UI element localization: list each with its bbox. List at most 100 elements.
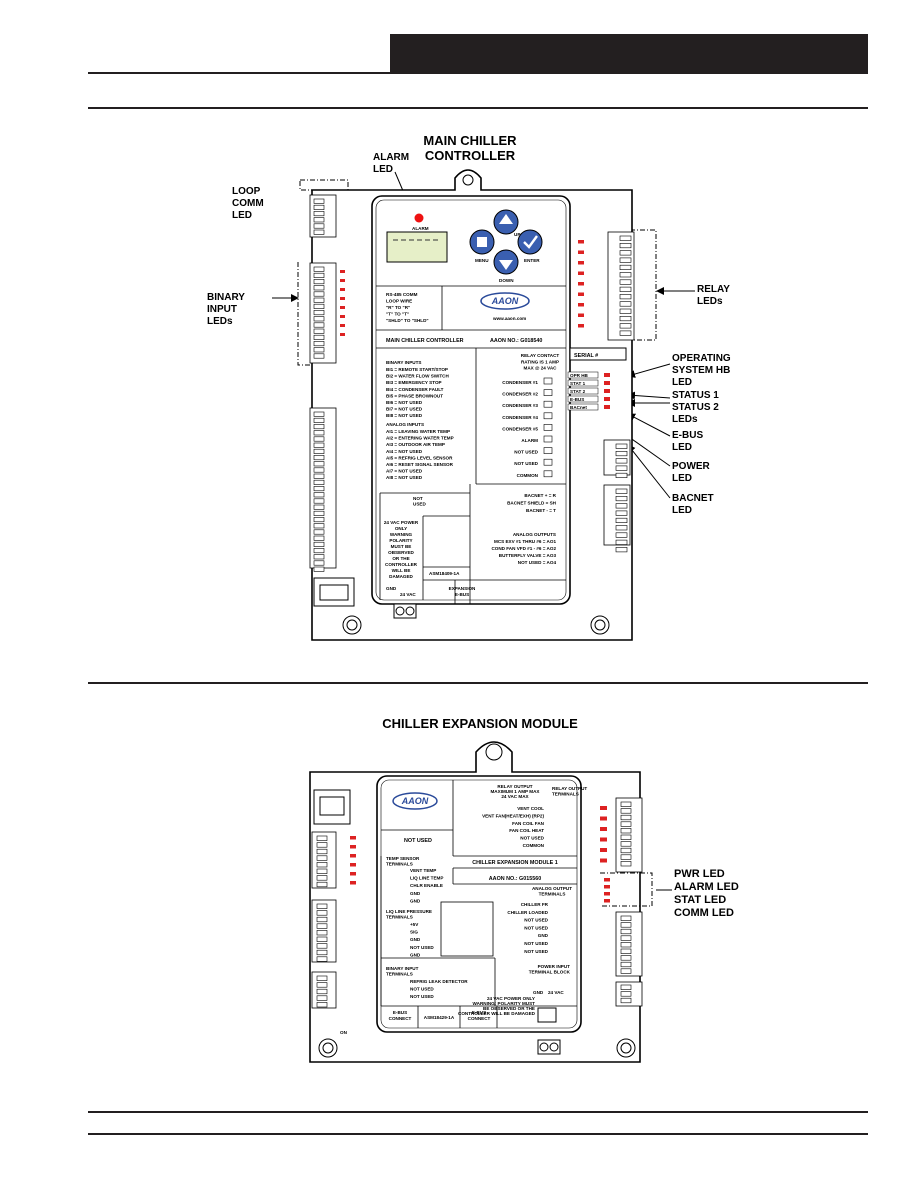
relay-led (578, 282, 584, 286)
power-warning-line: POLARITY (389, 538, 412, 543)
terminal-screw (316, 875, 328, 881)
pressure-label: GND (410, 952, 421, 957)
expansion-relay-led (600, 806, 607, 810)
terminal-screw (313, 535, 325, 541)
terminal-screw (313, 517, 325, 523)
expansion-input-led (350, 863, 356, 867)
terminal-screw (620, 821, 632, 827)
terminal-screw (615, 510, 628, 516)
callout-line: LED (672, 377, 692, 388)
power-warning-line: OBSERVED (388, 550, 414, 555)
terminal-screw (313, 347, 325, 353)
relay-tick (543, 470, 553, 478)
relay-leds-callout: RELAY LEDs (697, 284, 730, 308)
terminal-screw (316, 930, 328, 936)
terminal-screw (313, 322, 325, 328)
exp-relay-label: COMMON (523, 843, 545, 848)
analog-input-line: AI4 = NOT USED (386, 449, 423, 454)
terminal-screw (313, 554, 325, 560)
terminal-screw (620, 955, 632, 961)
analog-input-line: AI5 = REFRIG LEVEL SENSOR (386, 455, 453, 460)
exp-board-number: ASM18429-1A (424, 1015, 455, 1020)
loop-wiring-line: "T" TO "T" (386, 312, 409, 317)
terminal-screw (620, 854, 632, 860)
terminal-screw (313, 510, 325, 516)
terminal-screw (313, 541, 325, 547)
footer-rule-lower (88, 1133, 868, 1135)
power-title: POWER INPUT (538, 964, 571, 969)
keypad[interactable] (469, 209, 543, 275)
temp-sensor-label: LIQ LINE TEMP (410, 876, 443, 881)
power-warning-line: 24 VAC POWER (384, 520, 419, 525)
terminal-screw (615, 458, 628, 464)
relay-led (578, 292, 584, 296)
terminal-screw (615, 517, 628, 524)
callout-line: E-BUS (672, 430, 704, 441)
terminal-screw (313, 217, 325, 223)
exp-analog-output-label: NOT USED (524, 949, 548, 954)
pressure-title: LIQ LINE PRESSURE (386, 909, 432, 914)
callout-line: LOOP (232, 186, 261, 197)
loop-wiring-line: "SHLD" TO "SHLD" (386, 318, 429, 323)
terminal-screw (619, 286, 632, 292)
relay-led (578, 240, 584, 244)
exp-vac-label: 24 VAC (548, 990, 564, 995)
exp-analog-output-label: CHILLER LOADED (507, 910, 548, 915)
alarm-led-label: ALARM LED (674, 881, 739, 893)
expansion-input-led (350, 836, 356, 840)
relay-led (578, 313, 584, 317)
terminal-screw (313, 285, 325, 291)
website: www.aaon.com (492, 316, 526, 321)
exp-binary-input-label: NOT USED (410, 986, 434, 991)
pressure-title: TERMINALS (386, 915, 413, 920)
power-warning-line: WARNING (390, 532, 413, 537)
ebus-connect-left: E-BUS (393, 1010, 407, 1015)
binary-input-led (340, 288, 345, 291)
terminal-screw (313, 229, 325, 235)
terminal-screw (620, 801, 632, 807)
terminal-screw (615, 450, 628, 457)
terminal-screw (619, 315, 632, 322)
terminal-screw (316, 1002, 328, 1008)
down-key-label: DOWN (499, 278, 514, 283)
controller-name: MAIN CHILLER CONTROLLER (386, 338, 464, 344)
analog-input-line: AI3 = OUTDOOR AIR TEMP (386, 442, 445, 447)
relay-led (578, 324, 584, 328)
terminal-screw (316, 949, 328, 956)
power-warning-line: DAMAGED (389, 574, 413, 579)
pwr-led-label: PWR LED (674, 868, 725, 880)
main-title-line1: MAIN CHILLER (423, 133, 517, 148)
binary-input-line: BI7 = NOT USED (386, 407, 423, 412)
exp-gnd-label: GND (533, 990, 544, 995)
terminal-screw (313, 411, 325, 417)
terminal-screw (313, 204, 325, 210)
analog-input-line: AI7 = NOT USED (386, 469, 423, 474)
power-warning-line: OR THE (392, 556, 409, 561)
terminal-screw (615, 465, 628, 471)
expansion-status-led (604, 878, 610, 882)
enter-key-label: ENTER (524, 258, 540, 263)
terminal-screw (313, 529, 325, 535)
section-rule-middle (88, 682, 868, 684)
terminal-screw (619, 330, 632, 336)
terminal-screw (313, 198, 325, 204)
terminal-screw (313, 334, 325, 340)
pressure-label: GND (410, 937, 421, 942)
expansion-input-led (350, 872, 356, 876)
status-led-label: STAT 2 (570, 389, 586, 394)
expansion-module-title: CHILLER EXPANSION MODULE (382, 716, 578, 731)
status-led-label: BACnet (570, 405, 587, 410)
binary-input-line: BI4 = CONDENSER FAULT (386, 387, 444, 392)
terminal-screw (619, 243, 632, 249)
binary-input-title: TERMINALS (386, 972, 413, 977)
relay-label: NOT USED (514, 450, 538, 455)
binary-input-line: BI6 = NOT USED (386, 400, 423, 405)
exp-analog-output-label: NOT USED (524, 918, 548, 923)
terminal-screw (615, 525, 628, 531)
ebus-label: EXPANSION (449, 586, 476, 591)
terminal-screw (313, 448, 325, 454)
terminal-screw (316, 975, 328, 981)
binary-input-line: BI1 = REMOTE START/STOP (386, 367, 448, 372)
terminal-screw (316, 881, 328, 888)
